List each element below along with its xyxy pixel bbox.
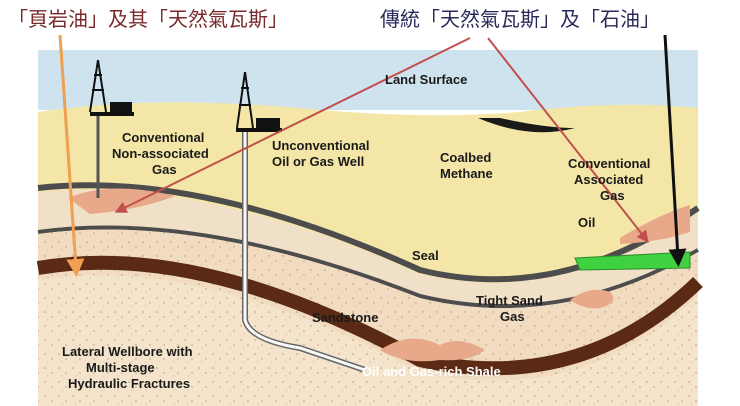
label-lateral-1: Lateral Wellbore with (62, 344, 193, 359)
coalbed-seam (478, 118, 575, 133)
oil-arrow (663, 34, 687, 267)
oil-zone (574, 251, 691, 271)
annotation-shale-oil-gas: 「頁岩油」及其「天然氣瓦斯」 (8, 7, 288, 31)
shale-gas-pocket (380, 338, 485, 362)
label-coalbed-1: Coalbed (440, 150, 491, 165)
label-unconv-1: Unconventional (272, 138, 370, 153)
seal-layer (38, 189, 698, 307)
label-lateral-2: Multi-stage (86, 360, 155, 375)
conventional-gas-arrow-right (487, 37, 649, 243)
tight-sand-gas-pocket (570, 289, 614, 309)
drilling-rig-conventional (89, 59, 134, 198)
label-conv-assoc-2: Associated (574, 172, 643, 187)
lower-sandstone-texture (38, 275, 698, 406)
drilling-rig-unconventional (236, 71, 282, 132)
label-conv-nonassoc-3: Gas (152, 162, 177, 177)
conventional-gas-arrow-left (114, 37, 471, 213)
label-tight-sand-2: Gas (500, 309, 525, 324)
label-lateral-3: Hydraulic Fractures (68, 376, 190, 391)
seal-line (37, 225, 700, 309)
label-oil: Oil (578, 215, 595, 230)
label-conv-assoc-3: Gas (600, 188, 625, 203)
label-sandstone: Sandstone (312, 310, 378, 325)
annotation-conventional-gas-oil: 傳統「天然氣瓦斯」及「石油」 (380, 7, 660, 31)
label-shale: Oil and Gas-rich Shale (362, 364, 501, 379)
label-seal: Seal (412, 248, 439, 263)
label-tight-sand-1: Tight Sand (476, 293, 543, 308)
label-coalbed-2: Methane (440, 166, 493, 181)
label-unconv-2: Oil or Gas Well (272, 154, 364, 169)
label-conv-nonassoc-2: Non-associated (112, 146, 209, 161)
nonassociated-gas-pocket (68, 188, 175, 214)
label-land-surface: Land Surface (385, 72, 467, 87)
label-conv-nonassoc-1: Conventional (122, 130, 204, 145)
label-conv-assoc-1: Conventional (568, 156, 650, 171)
lateral-wellbore-inner (243, 132, 366, 372)
shale-oil-arrow (58, 34, 85, 277)
sky (38, 50, 698, 110)
